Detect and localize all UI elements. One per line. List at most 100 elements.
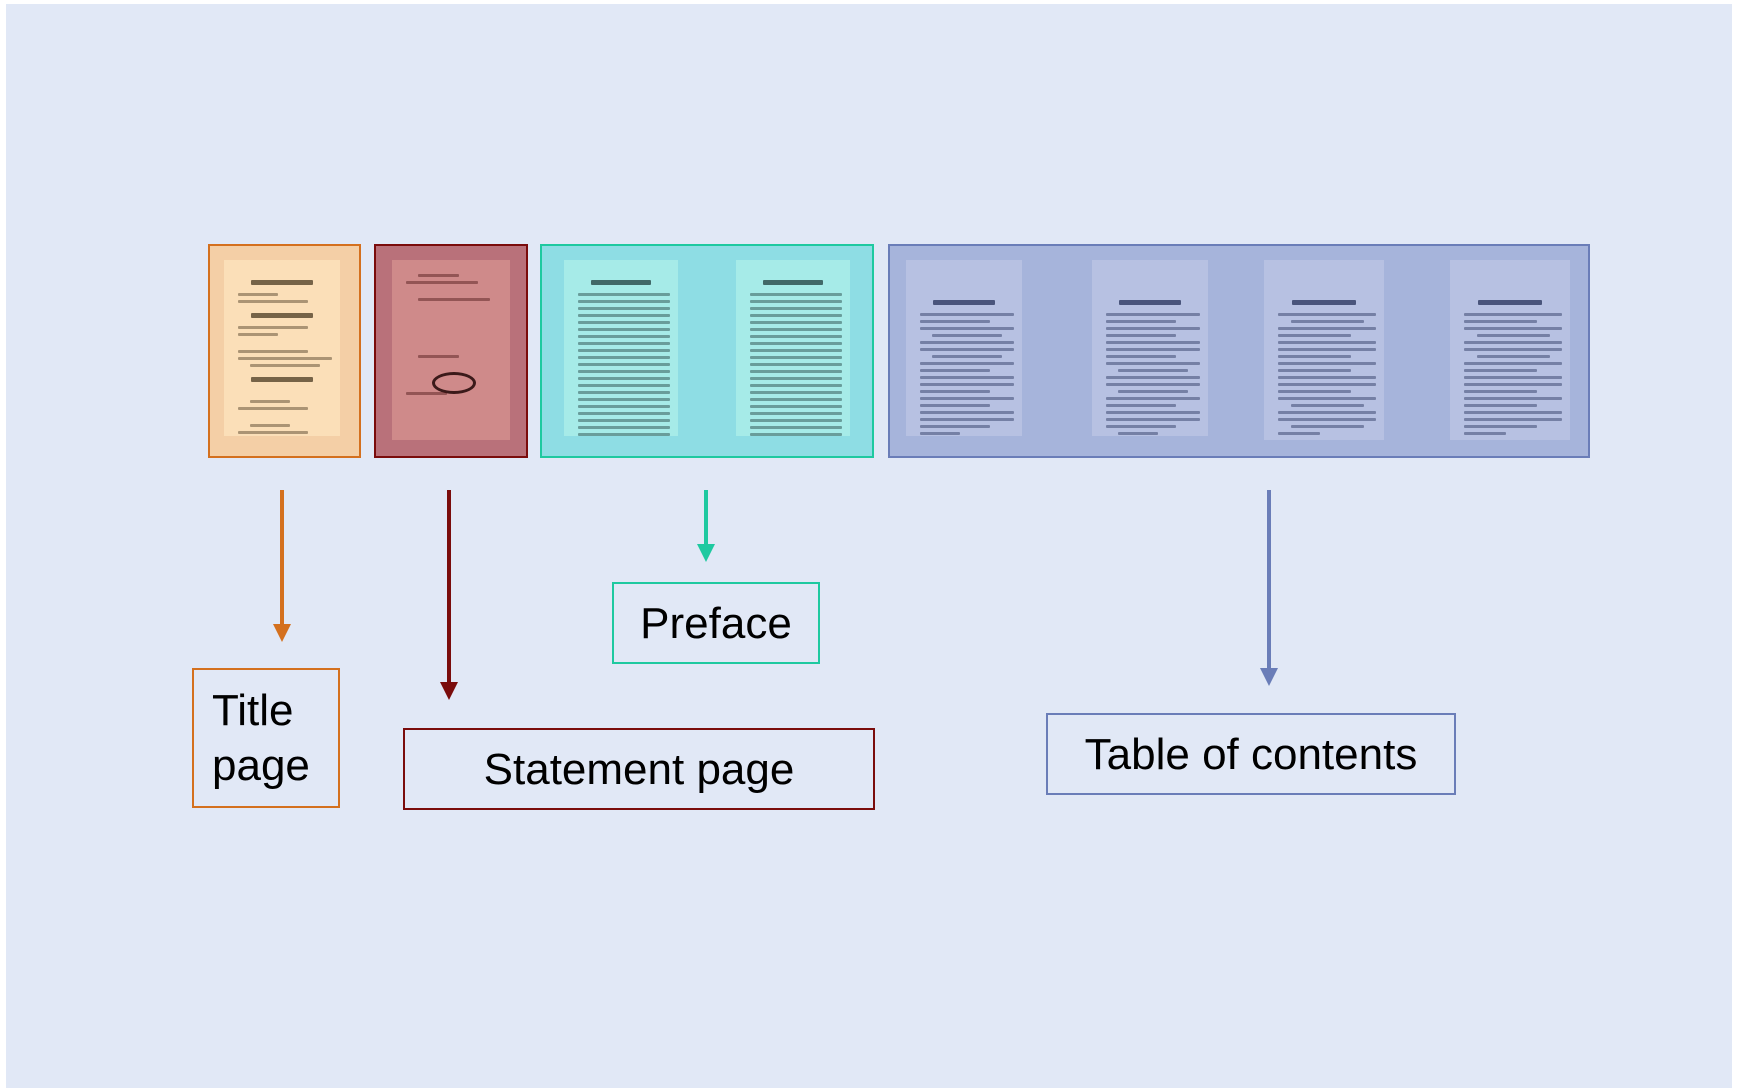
preface-page-scan-2: [736, 260, 850, 436]
scan-text-line: [920, 390, 990, 393]
scan-text-line: [749, 419, 842, 422]
scan-text-line: [749, 398, 842, 401]
scan-text-line: [418, 355, 460, 358]
scan-text-line: [1100, 284, 1200, 290]
scan-text-line: [577, 349, 670, 352]
preface-arrow-icon: [697, 490, 715, 562]
scan-text-line: [920, 313, 1014, 316]
preface-thumbnail-group: [540, 244, 874, 458]
scan-text-line: [1278, 355, 1352, 358]
scan-text-line: [932, 334, 1002, 337]
scan-text-line: [577, 370, 670, 373]
scan-text-line: [749, 349, 842, 352]
scan-text-line: [920, 348, 1014, 351]
scan-text-line: [1272, 274, 1376, 280]
scan-text-line: [1106, 334, 1176, 337]
scan-text-line: [1118, 390, 1188, 393]
scan-text-line: [1106, 362, 1200, 365]
scan-text-line: [749, 356, 842, 359]
scan-text-line: [749, 391, 842, 394]
scan-text-line: [1278, 383, 1376, 386]
scan-text-line: [250, 424, 290, 427]
scan-text-line: [251, 377, 313, 382]
scan-text-line: [920, 432, 960, 435]
scan-text-line: [749, 342, 842, 345]
scan-text-line: [577, 377, 670, 380]
scan-text-line: [577, 398, 670, 401]
scan-text-line: [914, 284, 1014, 290]
scan-text-line: [418, 274, 460, 277]
table-of-contents-arrow-icon: [1260, 490, 1278, 686]
scan-text-line: [1278, 334, 1352, 337]
scan-text-line: [920, 397, 1014, 400]
scan-text-line: [1106, 411, 1200, 414]
scan-text-line: [1290, 425, 1364, 428]
scan-text-line: [920, 425, 990, 428]
scan-text-line: [250, 400, 290, 403]
scan-text-line: [577, 426, 670, 429]
scan-text-line: [577, 328, 670, 331]
scan-text-line: [418, 298, 490, 301]
scan-text-line: [1458, 274, 1562, 280]
scan-text-line: [1106, 425, 1176, 428]
scan-text-line: [1464, 320, 1538, 323]
scan-text-line: [238, 407, 308, 410]
scan-text-line: [920, 369, 990, 372]
scan-text-line: [1464, 383, 1562, 386]
scan-text-line: [1458, 284, 1562, 290]
title-page-scan: [224, 260, 340, 436]
scan-text-line: [920, 383, 1014, 386]
scan-text-line: [1278, 341, 1376, 344]
scan-text-line: [932, 355, 1002, 358]
scan-text-line: [1464, 411, 1562, 414]
scan-text-line: [1106, 376, 1200, 379]
scan-text-line: [1106, 355, 1176, 358]
scan-text-line: [749, 321, 842, 324]
scan-text-line: [1106, 404, 1176, 407]
scan-text-line: [749, 335, 842, 338]
scan-text-line: [577, 412, 670, 415]
scan-text-line: [1278, 390, 1352, 393]
scan-text-line: [406, 392, 447, 395]
scan-text-line: [238, 350, 308, 353]
scan-text-line: [1477, 300, 1543, 305]
scan-text-line: [749, 293, 842, 296]
scan-text-line: [749, 328, 842, 331]
scan-text-line: [400, 288, 502, 294]
scan-text-line: [1100, 274, 1200, 280]
table-of-contents-label: Table of contents: [1046, 713, 1456, 795]
scan-text-line: [1464, 313, 1562, 316]
scan-text-line: [251, 280, 313, 285]
scan-text-line: [749, 384, 842, 387]
toc-page-scan-2: [1092, 260, 1208, 436]
scan-text-line: [400, 325, 502, 331]
preface-label: Preface: [612, 582, 820, 664]
scan-text-line: [1290, 320, 1364, 323]
scan-text-line: [1278, 313, 1376, 316]
scan-text-line: [749, 300, 842, 303]
scan-text-line: [238, 431, 308, 434]
scan-text-line: [238, 293, 278, 296]
toc-page-scan-4: [1450, 260, 1570, 440]
scan-text-line: [400, 345, 502, 351]
scan-text-line: [920, 376, 1014, 379]
scan-text-line: [749, 426, 842, 429]
scan-text-line: [1278, 397, 1376, 400]
scan-text-line: [232, 340, 332, 346]
scan-text-line: [1106, 383, 1200, 386]
scan-text-line: [749, 314, 842, 317]
preface-page-scan-1: [564, 260, 678, 436]
scan-text-line: [1118, 432, 1158, 435]
scan-text-line: [1106, 313, 1200, 316]
toc-page-scan-1: [906, 260, 1022, 436]
scan-text-line: [1464, 369, 1538, 372]
statement-page-arrow-icon: [440, 490, 458, 700]
title-page-label: Title page: [192, 668, 340, 808]
scan-text-line: [1464, 376, 1562, 379]
scan-text-line: [577, 433, 670, 436]
scan-text-line: [400, 335, 502, 341]
scan-text-line: [238, 326, 308, 329]
scan-text-line: [400, 362, 502, 368]
scan-text-line: [238, 300, 308, 303]
scan-text-line: [749, 412, 842, 415]
